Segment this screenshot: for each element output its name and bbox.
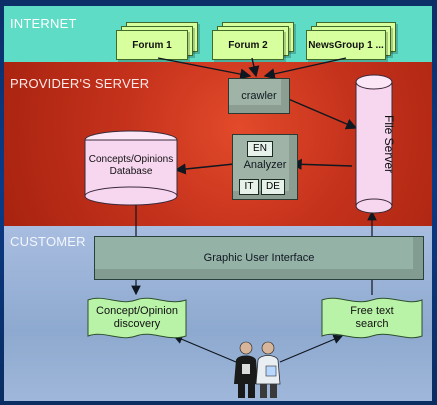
database-label: Concepts/Opinions Database <box>84 148 178 184</box>
gui-bar: Graphic User Interface <box>94 236 424 280</box>
free-text-search-shape <box>321 297 423 339</box>
concept-discovery-line1: Concept/Opinion <box>96 305 178 317</box>
database-label-line1: Concepts/Opinions <box>88 154 174 165</box>
free-text-search-label: Free text search <box>320 292 424 344</box>
internet-title: INTERNET <box>10 16 77 31</box>
crawler-box: crawler <box>228 78 290 114</box>
doc-label: Forum 1 <box>132 39 172 51</box>
customer-title: CUSTOMER <box>10 234 86 249</box>
arrow-crawler-to-file-server <box>285 97 358 130</box>
gui-label: Graphic User Interface <box>203 252 315 264</box>
analyzer-top-tag: EN <box>247 141 273 157</box>
free-text-search-line2: search <box>355 318 389 330</box>
free-text-search-box: Free text search <box>320 292 424 344</box>
analyzer-left-tag: IT <box>239 179 259 195</box>
arrow-users-to-search <box>279 334 344 363</box>
analyzer-box: EN Analyzer IT DE <box>232 134 298 200</box>
crawler-label: crawler <box>241 90 277 102</box>
doc-forum-1: Forum 1 <box>116 22 202 60</box>
arrow-file-server-to-analyzer <box>290 158 353 170</box>
doc-forum-2: Forum 2 <box>212 22 298 60</box>
database-cylinder: Concepts/Opinions Database <box>84 130 178 210</box>
arrow-forum1-to-crawler <box>157 57 252 80</box>
database-label-line2: Database <box>109 166 153 177</box>
arrow-newsgroup-to-crawler <box>263 57 347 80</box>
database-shape <box>84 130 178 206</box>
arrow-users-to-concept <box>172 334 237 363</box>
analyzer-label: Analyzer <box>243 159 287 171</box>
doc-label: Forum 2 <box>228 39 268 51</box>
free-text-search-line1: Free text <box>350 305 394 317</box>
doc-newsgroup-1: NewsGroup 1 ... <box>306 22 402 60</box>
users-illustration <box>234 341 281 398</box>
concept-discovery-box: Concept/Opinion discovery <box>86 292 188 344</box>
analyzer-right-tag: DE <box>261 179 285 195</box>
provider-title: PROVIDER'S SERVER <box>10 76 150 91</box>
file-server-shape <box>355 74 393 214</box>
file-server: File Server <box>350 74 398 214</box>
doc-page: Forum 2 <box>212 30 284 60</box>
concept-discovery-shape <box>87 297 187 339</box>
concept-discovery-line2: discovery <box>113 318 161 330</box>
arrow-forum2-to-crawler <box>248 57 260 78</box>
doc-page: NewsGroup 1 ... <box>306 30 386 60</box>
concept-discovery-label: Concept/Opinion discovery <box>86 292 188 344</box>
doc-page: Forum 1 <box>116 30 188 60</box>
file-server-label: File Server <box>382 114 396 173</box>
arrow-analyzer-to-database <box>174 163 235 175</box>
doc-label: NewsGroup 1 ... <box>308 39 384 51</box>
